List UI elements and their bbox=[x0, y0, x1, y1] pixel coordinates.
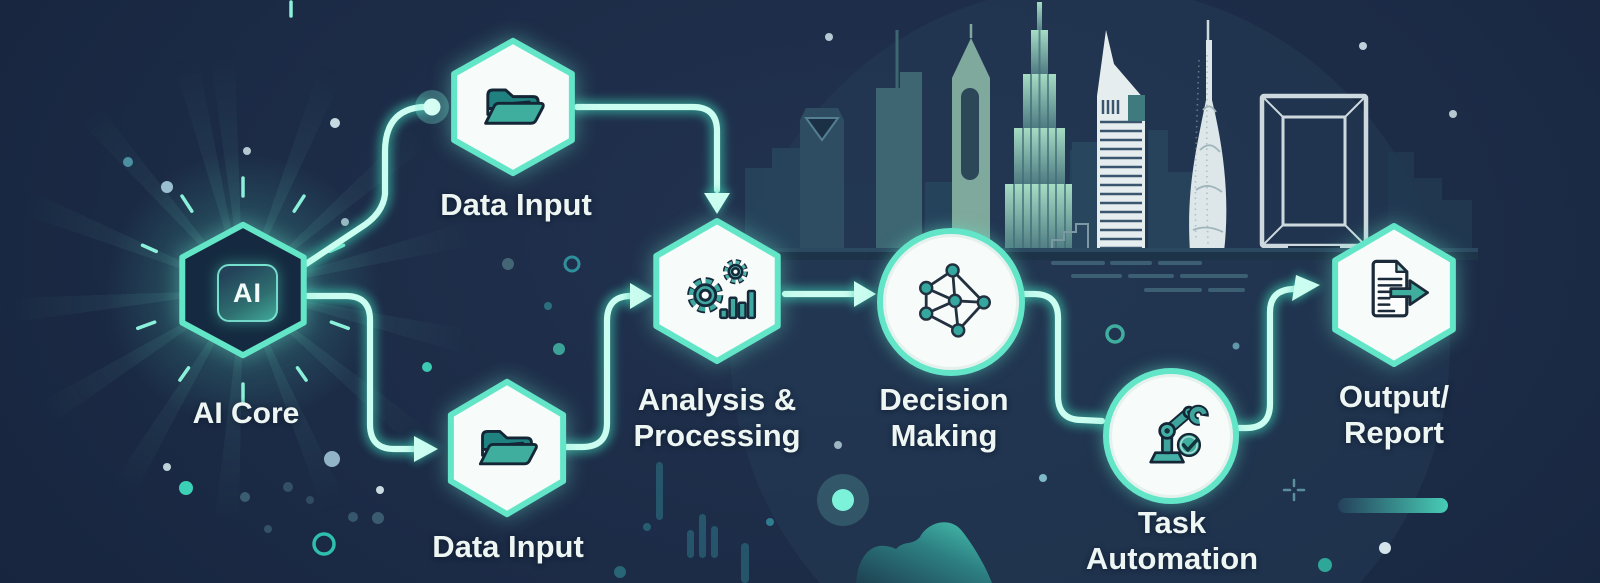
neural-network-icon bbox=[911, 260, 991, 345]
node-data-input-bottom bbox=[446, 378, 568, 518]
label-decision: Decision Making bbox=[794, 382, 1094, 454]
label-analysis: Analysis & Processing bbox=[567, 382, 867, 454]
node-analysis bbox=[651, 217, 783, 365]
equalizer-bars bbox=[656, 462, 749, 583]
pointed-tower bbox=[952, 24, 990, 256]
label-task: Task Automation bbox=[1022, 505, 1322, 577]
cayan-twisted-tower bbox=[1189, 20, 1227, 252]
node-task bbox=[1103, 368, 1239, 504]
robot-arm-icon bbox=[1132, 395, 1210, 478]
node-decision bbox=[877, 228, 1025, 376]
teal-blob bbox=[856, 522, 992, 583]
label-data-input-bottom: Data Input bbox=[358, 529, 658, 565]
label-text: AI Core bbox=[192, 397, 300, 430]
label-text: Data Input bbox=[440, 187, 592, 222]
dark-mid-building bbox=[1072, 142, 1098, 256]
decor-dots bbox=[123, 33, 1457, 578]
label-line2: Automation bbox=[1085, 541, 1259, 576]
label-line1: Output/ bbox=[1338, 379, 1450, 414]
folder-icon bbox=[471, 412, 543, 484]
folder-icon bbox=[476, 70, 550, 144]
slab-tower bbox=[876, 30, 922, 256]
ai-chip-icon: AI bbox=[217, 264, 278, 322]
stairs-outline bbox=[1051, 223, 1089, 252]
label-line1: Decision bbox=[879, 382, 1009, 417]
label-line2: Report bbox=[1344, 415, 1444, 450]
label-line1: Analysis & bbox=[637, 382, 797, 417]
node-data-input-top bbox=[449, 37, 577, 177]
gears-analytics-icon bbox=[675, 249, 759, 333]
label-ai-core: AI Core bbox=[146, 396, 346, 432]
connectors bbox=[299, 90, 1322, 464]
progress-pill bbox=[1338, 498, 1448, 513]
label-output: Output/ Report bbox=[1244, 379, 1544, 451]
emirates-tower bbox=[1097, 30, 1145, 256]
chip-label: AI bbox=[233, 277, 262, 308]
kingdom-tower bbox=[800, 108, 844, 256]
ground-edge bbox=[742, 248, 1478, 252]
label-line2: Making bbox=[890, 418, 998, 453]
label-line1: Task bbox=[1137, 505, 1207, 540]
label-data-input-top: Data Input bbox=[366, 187, 666, 223]
document-export-icon bbox=[1354, 255, 1434, 335]
ground-band bbox=[742, 252, 1478, 260]
node-output bbox=[1330, 222, 1458, 368]
arrowheads-core bbox=[414, 193, 1320, 462]
label-text: Data Input bbox=[432, 529, 584, 564]
burj-khalifa bbox=[1005, 2, 1074, 256]
crosshair-mark bbox=[1282, 478, 1306, 502]
label-line2: Processing bbox=[633, 418, 801, 453]
base-dashes bbox=[1051, 261, 1248, 292]
city-skyline bbox=[730, 0, 1478, 583]
